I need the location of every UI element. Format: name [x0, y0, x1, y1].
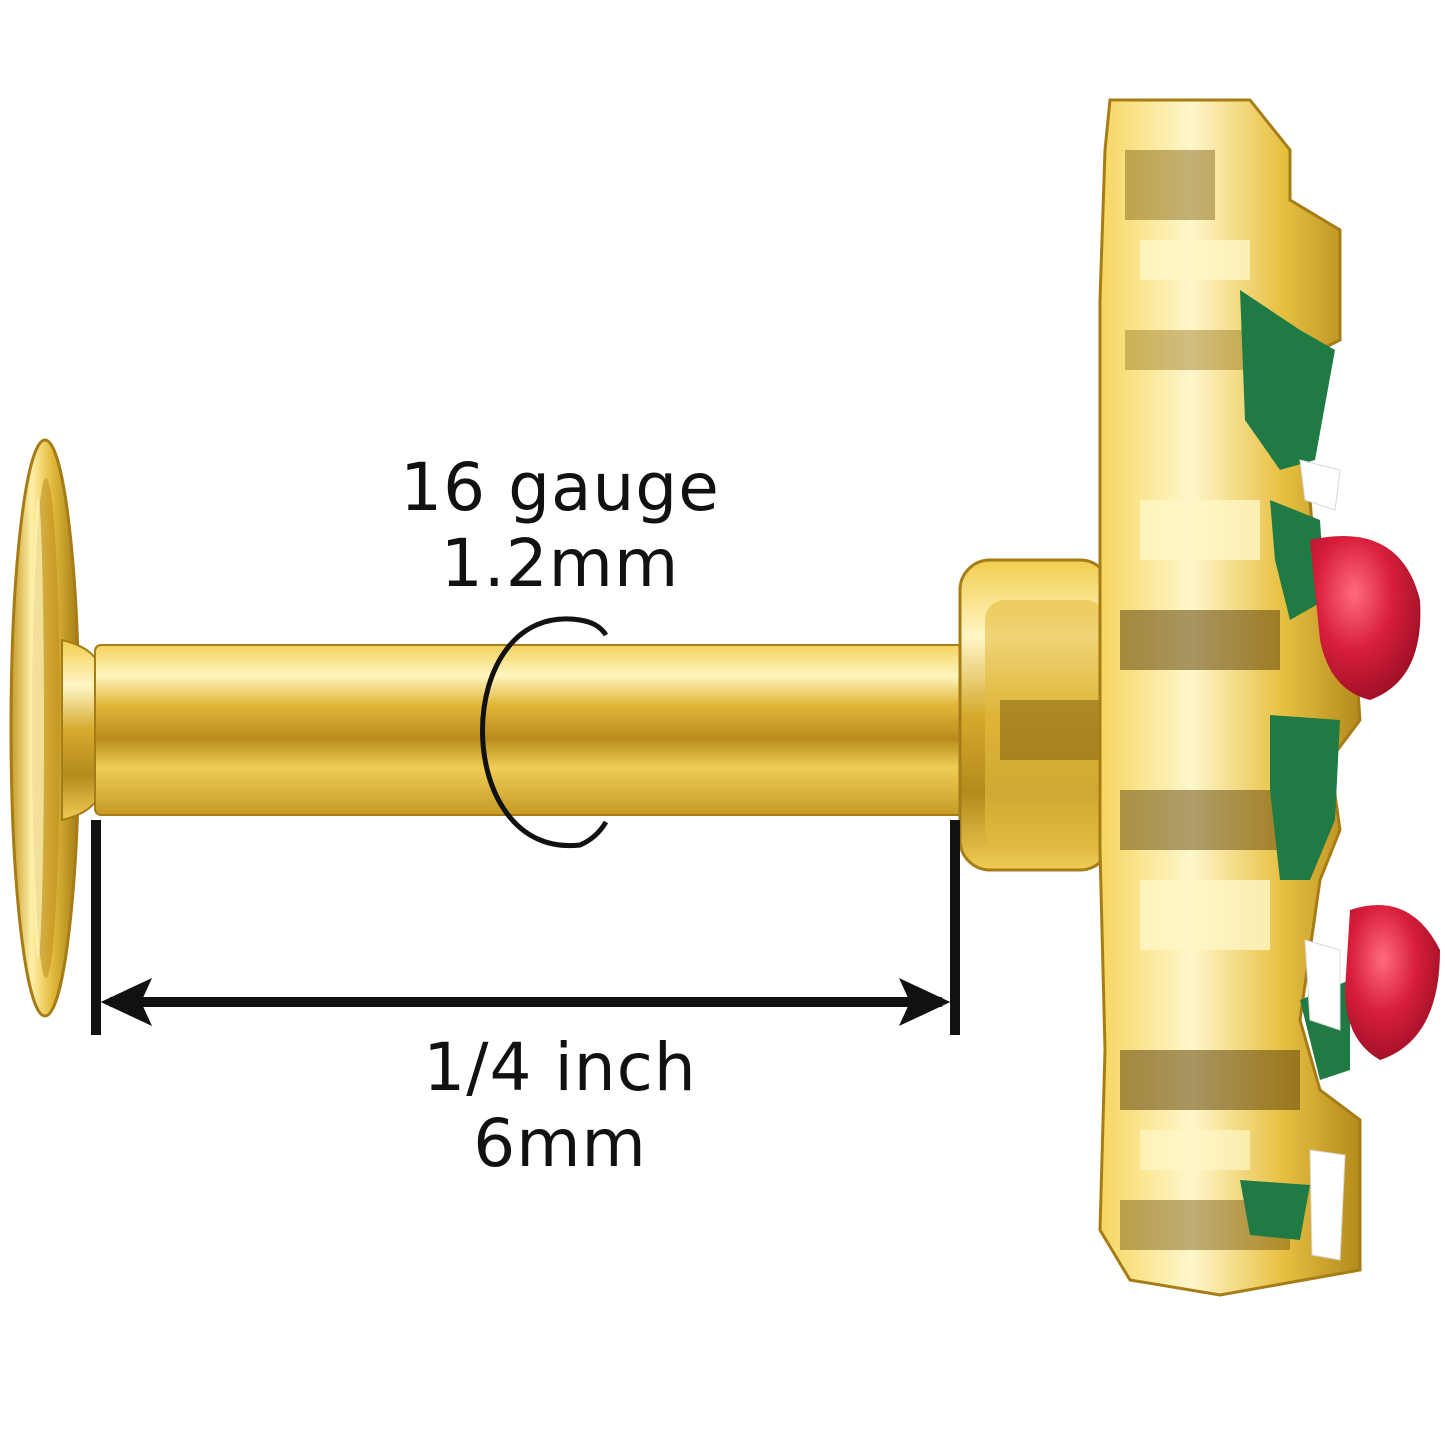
- gauge-metric-text: 1.2mm: [440, 525, 680, 602]
- length-label: 1/4 inch 6mm: [360, 1030, 760, 1182]
- gauge-label: 16 gauge 1.2mm: [360, 450, 760, 602]
- gauge-ring-icon: [480, 616, 609, 848]
- length-text: 1/4 inch: [423, 1029, 697, 1106]
- labret-shaft: [94, 644, 966, 816]
- length-metric-text: 6mm: [473, 1105, 647, 1182]
- gauge-text: 16 gauge: [400, 449, 720, 526]
- holly-berry-enamel: [1310, 536, 1440, 1060]
- holly-charm: [1098, 98, 1362, 1297]
- labret-backing-disc: [9, 438, 81, 1018]
- holly-white-enamel: [1299, 459, 1346, 1261]
- holly-leaf-enamel: [1240, 290, 1350, 1240]
- charm-collar: [958, 558, 1112, 872]
- length-dimension-line: [91, 820, 960, 1035]
